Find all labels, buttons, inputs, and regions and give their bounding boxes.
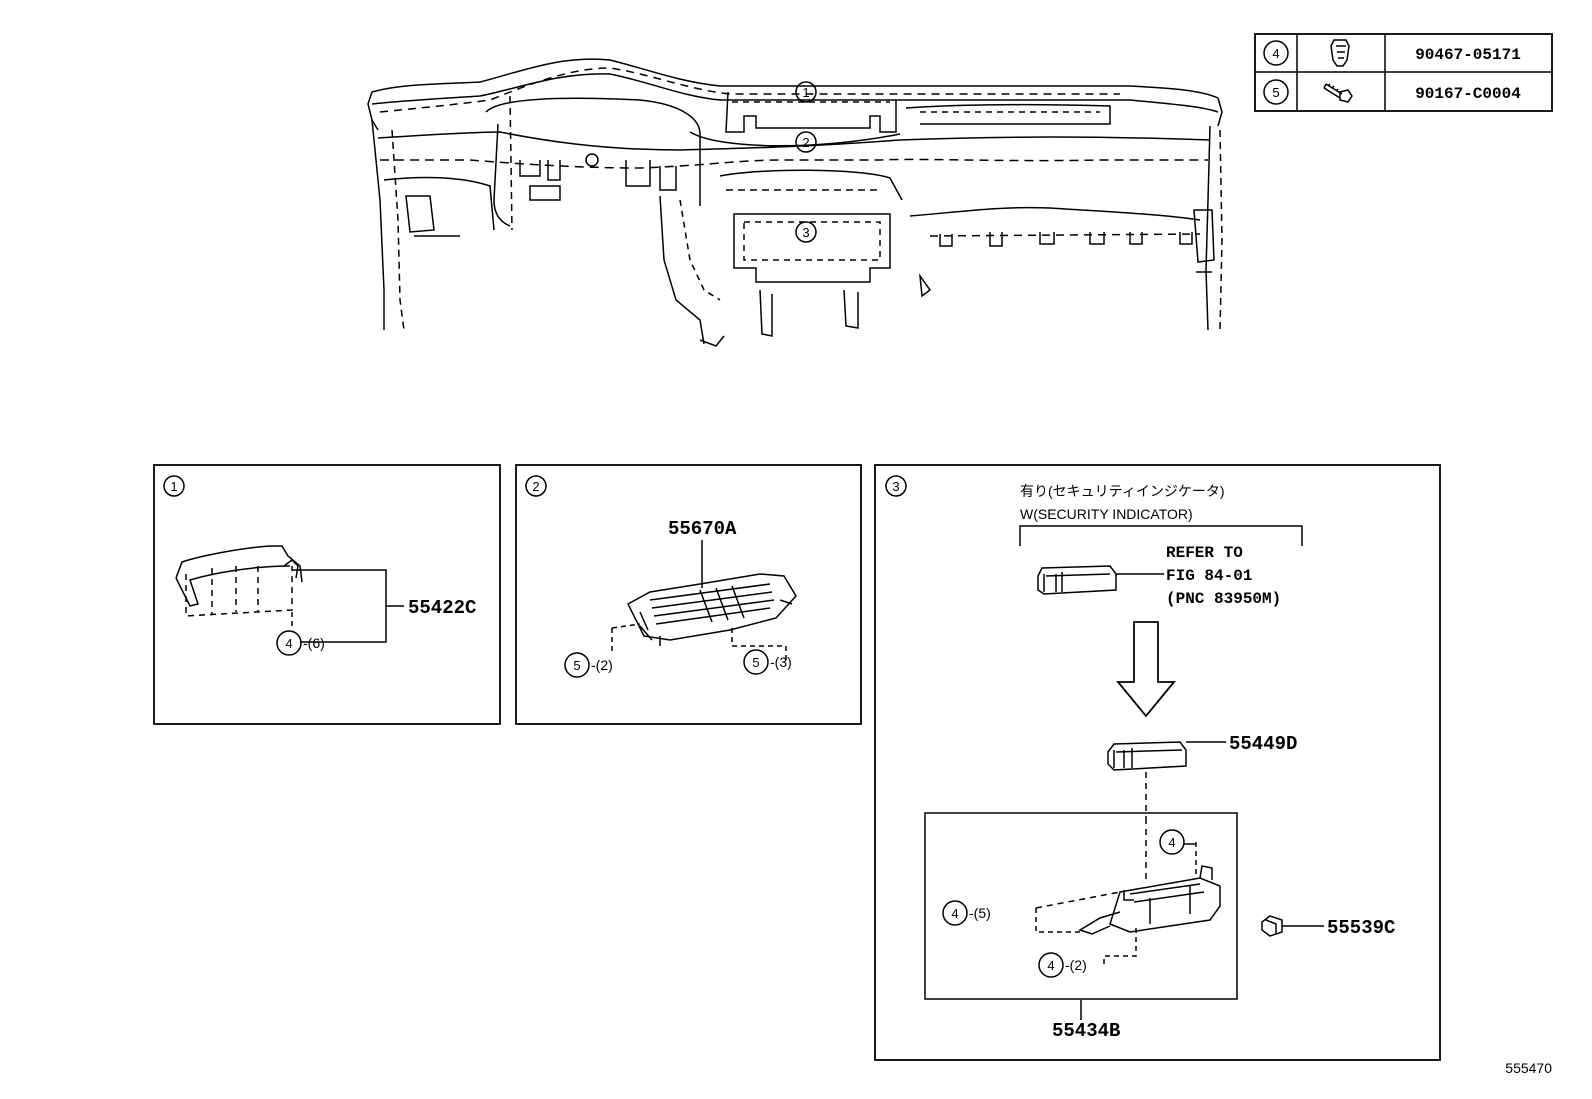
refer-line-3: (PNC 83950M) (1166, 590, 1281, 608)
indicator-lens-55449d (1107, 741, 1187, 771)
panel3-fastener-qty-bottom: -(2) (1065, 957, 1087, 973)
down-arrow-icon (1116, 621, 1176, 718)
screw-icon (1323, 83, 1353, 103)
overview-callout-1: 1 (802, 85, 809, 100)
panel3-fastener-qty-mid: -(5) (969, 905, 991, 921)
table-part-number-2: 90167-C0004 (1415, 85, 1521, 103)
panel3-index: 3 (892, 479, 899, 494)
vent-register-55670a (627, 573, 797, 646)
panel3-fastener-ref-mid: 4 (951, 906, 958, 921)
panel2-part-number: 55670A (668, 518, 737, 540)
panel1-fastener-ref: 4 (285, 636, 292, 651)
panel3-fastener-ref-bottom: 4 (1047, 958, 1054, 973)
panel1-index: 1 (170, 479, 177, 494)
panel3-part-lower: 55434B (1052, 1020, 1120, 1042)
switch-cap-55539c (1261, 915, 1283, 937)
overview-callout-2: 2 (802, 135, 809, 150)
garnish-55422c (175, 545, 303, 617)
overview-callout-3: 3 (802, 225, 809, 240)
panel2-fastener-qty-right: -(3) (770, 654, 792, 670)
illustration-id: 555470 (1505, 1060, 1552, 1076)
panel3-part-side: 55539C (1327, 917, 1395, 939)
table-part-number-1: 90467-05171 (1415, 46, 1521, 64)
panel3-note-en: W(SECURITY INDICATOR) (1020, 506, 1193, 522)
panel2-fastener-qty-left: -(2) (591, 657, 613, 673)
panel1-part-number: 55422C (408, 597, 476, 619)
refer-line-1: REFER TO (1166, 544, 1243, 562)
detail-panel-2: 2 55670A 5 -(2) 5 -(3) (515, 464, 862, 725)
panel2-fastener-ref-right: 5 (752, 655, 759, 670)
clip-icon (1330, 39, 1350, 67)
panel2-index: 2 (532, 479, 539, 494)
instrument-panel-overview: 1 2 3 (367, 58, 1223, 347)
table-ref-4: 4 (1272, 46, 1279, 61)
panel3-fastener-ref-top: 4 (1168, 835, 1175, 850)
detail-panel-1: 1 55422C 4 -(6) (153, 464, 501, 725)
panel3-part-upper: 55449D (1229, 733, 1297, 755)
bezel-55434b (1078, 865, 1221, 935)
detail-panel-3: 3 有り(セキュリティインジケータ) W(SECURITY INDICATOR)… (874, 464, 1441, 1061)
refer-line-2: FIG 84-01 (1166, 567, 1252, 585)
panel3-note-jp: 有り(セキュリティインジケータ) (1020, 483, 1224, 499)
table-ref-5: 5 (1272, 85, 1279, 100)
security-indicator-unit (1037, 565, 1117, 595)
panel2-fastener-ref-left: 5 (573, 658, 580, 673)
fastener-table: 4 90467-05171 5 90167-C0004 (1254, 33, 1553, 112)
panel1-fastener-qty: -(6) (303, 635, 325, 651)
